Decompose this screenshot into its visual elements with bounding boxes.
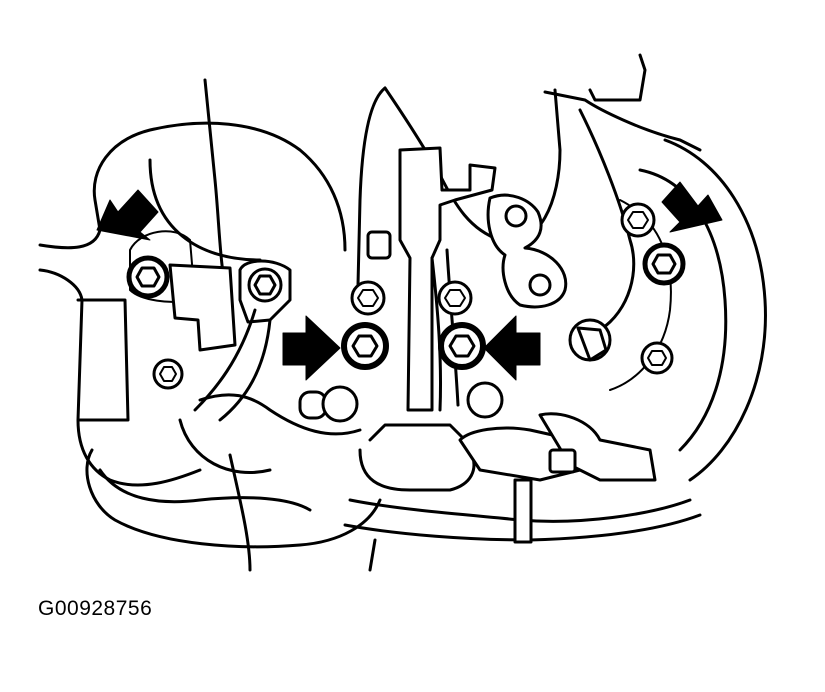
left-connector (168, 259, 328, 422)
bolt-lower-left (152, 358, 184, 390)
arrow-mid-right-icon (483, 315, 541, 381)
arrow-mid-left-icon (282, 315, 341, 381)
bolt-center-left-target (341, 322, 389, 370)
bolt-lower-right (640, 341, 674, 375)
lower-harness (178, 393, 702, 572)
bolt-left-connector (247, 267, 283, 303)
intake-tower (203, 53, 767, 482)
fitting-right (568, 318, 612, 362)
arrow-upper-right-icon (661, 181, 723, 233)
bolt-center-low-left (321, 385, 359, 423)
bolt-center-right-target (438, 322, 486, 370)
bolt-center-upper-right (437, 280, 473, 316)
figure-id-label: G00928756 (38, 597, 153, 620)
bolt-upper-left (126, 255, 170, 299)
bolt-center-upper-left (350, 280, 386, 316)
bolt-center-low-right (466, 381, 504, 419)
bolt-right-target (642, 242, 686, 286)
bolt-upper-right (620, 202, 656, 238)
bolt-set (126, 202, 686, 423)
arrow-upper-left-icon (96, 189, 159, 241)
throttle-bracket (366, 146, 568, 412)
